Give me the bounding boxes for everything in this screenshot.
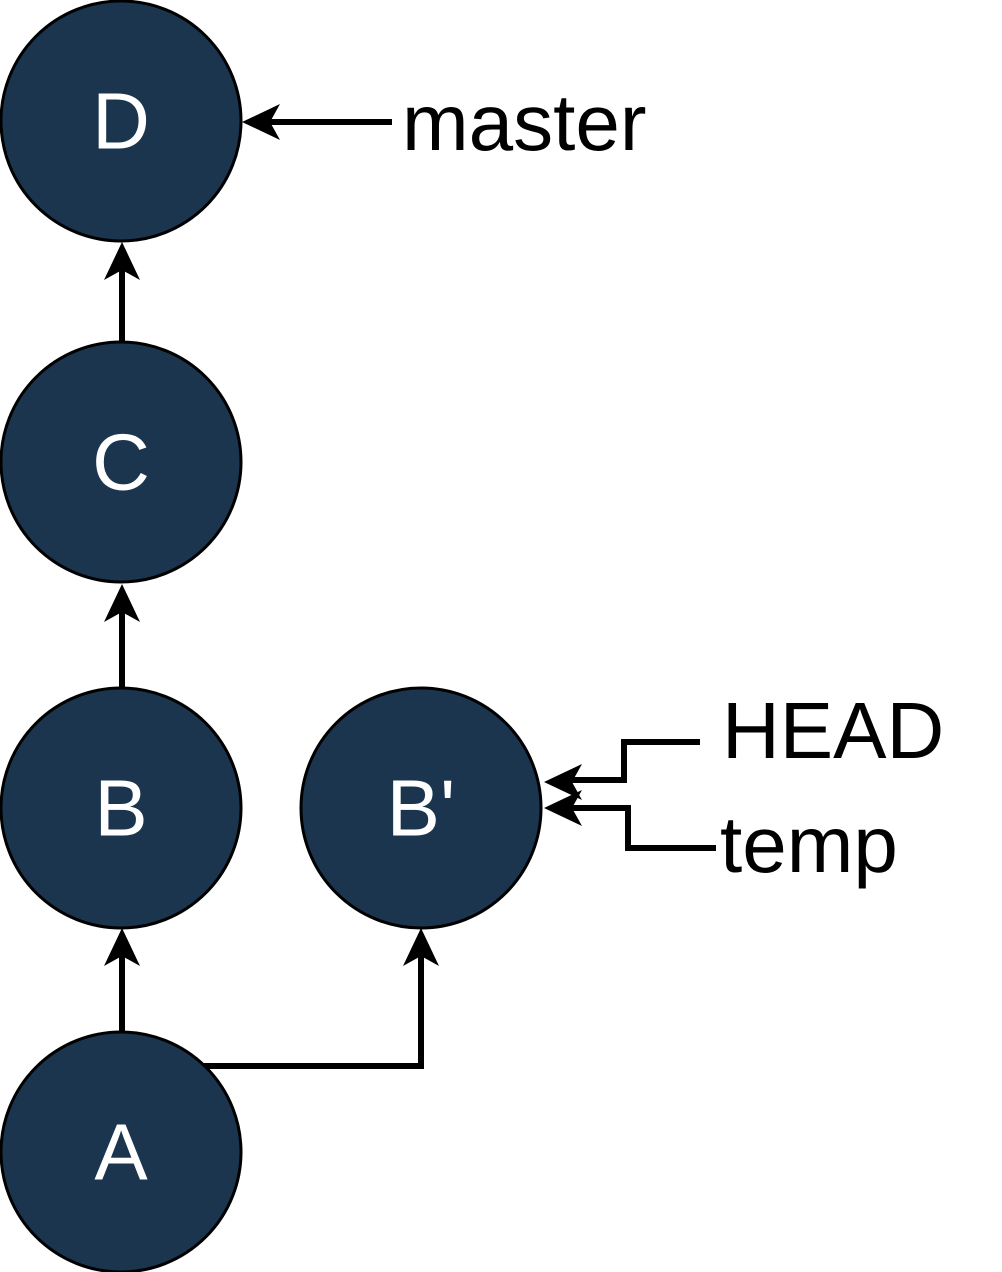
commit-node-b-prime: B' [299, 686, 543, 930]
commit-node-b: B [0, 686, 243, 930]
edge-b-to-c [104, 584, 140, 690]
commit-label-b: B [94, 764, 147, 853]
commit-label-c: C [92, 418, 150, 507]
edge-head-to-b-prime [544, 739, 700, 800]
ref-label-master: master [402, 78, 647, 167]
edge-a-to-b-prime [200, 928, 439, 1069]
commit-node-c: C [0, 340, 243, 584]
ref-label-temp: temp [720, 800, 898, 889]
edge-master-to-d [242, 104, 392, 140]
edge-temp-to-b-prime [544, 790, 716, 851]
edge-c-to-d [104, 242, 140, 344]
commit-label-b-prime: B' [387, 764, 456, 853]
commit-label-a: A [94, 1108, 148, 1197]
commit-node-a: A [0, 1030, 243, 1272]
edge-a-to-b [104, 928, 140, 1032]
commit-label-d: D [92, 77, 150, 166]
commit-node-d: D [0, 0, 243, 243]
ref-label-head: HEAD [722, 686, 944, 775]
